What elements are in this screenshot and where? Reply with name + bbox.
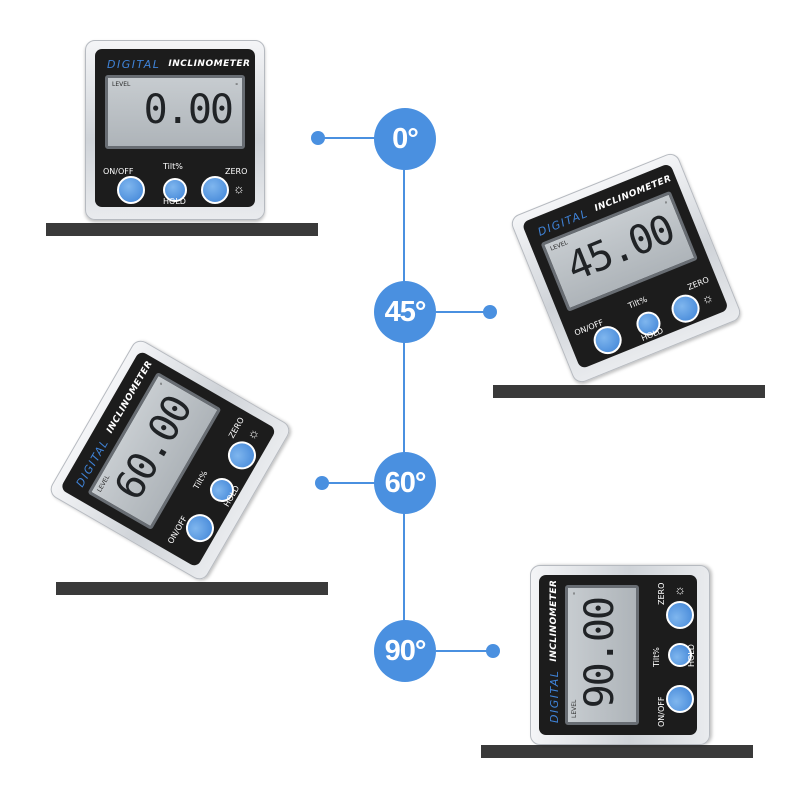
hold-label: HOLD xyxy=(687,644,696,667)
brand-text: DIGITAL xyxy=(107,57,161,71)
light-icon: ☼ xyxy=(243,424,263,443)
on-off-label: ON/OFF xyxy=(657,696,666,727)
connector-dot-90 xyxy=(486,644,500,658)
brand-text: DIGITAL xyxy=(547,669,561,723)
connector-60 xyxy=(322,482,378,484)
light-icon: ☼ xyxy=(671,585,686,597)
lcd-reading: 90.00 xyxy=(577,598,623,709)
zero-button[interactable] xyxy=(667,290,704,327)
lcd-reading: 0.00 xyxy=(143,87,234,133)
inclinometer-0: DIGITAL INCLINOMETER LEVEL ° 0.00 ON/OFF… xyxy=(85,40,265,220)
lcd-display: LEVEL ° 45.00 xyxy=(540,190,699,312)
hold-label: HOLD xyxy=(163,197,186,206)
angle-badge-45: 45° xyxy=(374,281,436,343)
angle-badge-90: 90° xyxy=(374,620,436,682)
zero-button[interactable] xyxy=(201,176,229,204)
level-label: LEVEL xyxy=(112,81,131,88)
zero-label: ZERO xyxy=(225,167,248,176)
model-text: INCLINOMETER xyxy=(549,579,559,662)
model-text: INCLINOMETER xyxy=(168,59,251,69)
angle-badge-60: 60° xyxy=(374,452,436,514)
tilt-label: Tilt% xyxy=(163,162,183,171)
lcd-display: LEVEL ° 0.00 xyxy=(105,75,245,149)
timeline-line xyxy=(403,140,405,665)
shelf-90 xyxy=(481,745,753,758)
tilt-hold-button[interactable] xyxy=(163,178,187,202)
connector-dot-0 xyxy=(311,131,325,145)
connector-dot-60 xyxy=(315,476,329,490)
zero-button[interactable] xyxy=(666,601,694,629)
zero-label: ZERO xyxy=(227,415,247,440)
light-icon: ☼ xyxy=(233,181,245,196)
connector-90 xyxy=(436,650,492,652)
on-off-button[interactable] xyxy=(666,685,694,713)
tilt-label: Tilt% xyxy=(191,469,210,491)
on-off-button[interactable] xyxy=(117,176,145,204)
inclinometer-45: DIGITAL INCLINOMETER LEVEL ° 45.00 ON/OF… xyxy=(508,150,744,386)
on-off-label: ON/OFF xyxy=(103,167,134,176)
zero-label: ZERO xyxy=(657,582,666,605)
angle-badge-0: 0° xyxy=(374,108,436,170)
light-icon: ☼ xyxy=(698,289,716,308)
inclinometer-60: DIGITAL INCLINOMETER LEVEL ° 60.00 ON/OF… xyxy=(47,337,293,583)
shelf-45 xyxy=(493,385,765,398)
connector-45 xyxy=(436,311,490,313)
connector-0 xyxy=(318,137,378,139)
connector-dot-45 xyxy=(483,305,497,319)
shelf-60 xyxy=(56,582,328,595)
tilt-label: Tilt% xyxy=(652,647,661,667)
lcd-display: LEVEL ° 90.00 xyxy=(565,585,639,725)
inclinometer-90: DIGITAL INCLINOMETER LEVEL ° 90.00 ON/OF… xyxy=(530,565,710,745)
shelf-0 xyxy=(46,223,318,236)
tilt-label: Tilt% xyxy=(626,294,649,311)
